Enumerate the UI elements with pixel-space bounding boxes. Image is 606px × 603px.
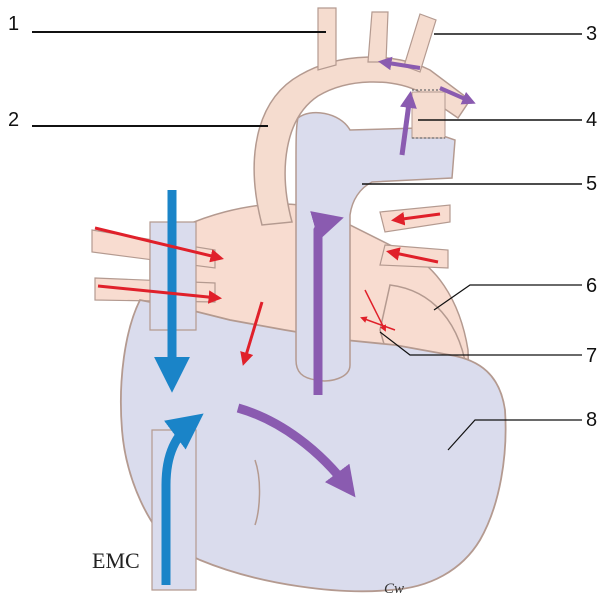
label-8: 8 [586, 409, 597, 431]
label-4: 4 [586, 109, 597, 131]
label-5: 5 [586, 173, 597, 195]
aortic-branches [318, 8, 436, 72]
label-7: 7 [586, 345, 597, 367]
artist-mark: Cw [384, 581, 404, 597]
label-2: 2 [8, 109, 19, 131]
label-6: 6 [586, 275, 597, 297]
ductus-suture [412, 92, 445, 138]
label-3: 3 [586, 23, 597, 45]
label-1: 1 [8, 13, 19, 35]
emc-signature: EMC [92, 548, 140, 573]
